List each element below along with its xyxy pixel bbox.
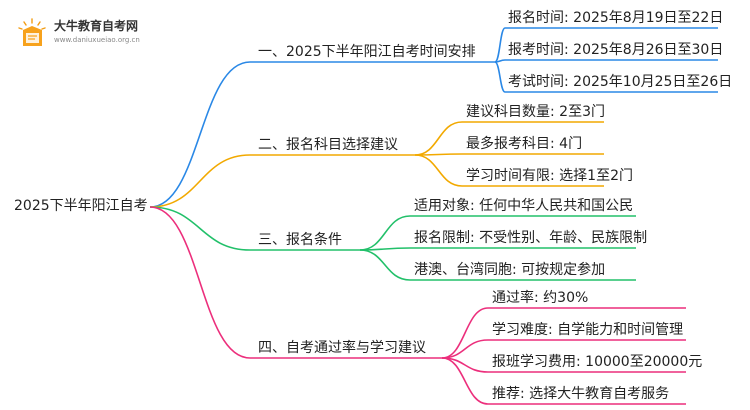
leaf-2-3-connector [414,154,604,187]
leaf-3-3: 港澳、台湾同胞: 可按规定参加 [414,262,606,278]
branch-2-connector [149,154,415,208]
leaf-3-3-connector [359,249,636,281]
site-logo[interactable]: 大牛教育自考网 www.daniuxueiao.org.cn [14,16,164,52]
leaf-1-1: 报名时间: 2025年8月19日至22日 [508,10,724,26]
leaf-4-4-connector [441,357,686,405]
leaf-1-3-connector [494,61,718,93]
leaf-4-2: 学习难度: 自学能力和时间管理 [492,322,684,338]
branch-1-connector [149,61,495,208]
leaf-3-1: 适用对象: 任何中华人民共和国公民 [414,198,634,214]
root-topic: 2025下半年阳江自考 [14,198,148,214]
leaf-2-1-connector [414,121,604,156]
branch-2-label: 二、报名科目选择建议 [258,137,398,153]
branch-4-connector [149,206,442,359]
leaf-2-3: 学习时间有限: 选择1至2门 [466,168,633,184]
leaf-4-4: 推荐: 选择大牛教育自考服务 [492,386,670,402]
branch-1-label: 一、2025下半年阳江自考时间安排 [258,44,476,60]
leaf-4-1: 通过率: 约30% [492,290,589,306]
leaf-3-2-connector [359,247,636,251]
branch-3-label: 三、报名条件 [258,232,342,248]
leaf-2-1: 建议科目数量: 2至3门 [466,104,605,120]
leaf-2-2-connector [414,153,604,156]
leaf-1-1-connector [494,27,718,63]
leaf-3-1-connector [359,215,636,251]
leaf-1-2: 报考时间: 2025年8月26日至30日 [508,42,724,58]
leaf-1-2-connector [494,59,718,63]
logo-name: 大牛教育自考网 [54,19,139,33]
leaf-4-3: 报班学习费用: 10000至20000元 [492,354,703,370]
graduation-cap-icon [18,18,46,46]
branch-3-connector [149,206,360,251]
leaf-2-2: 最多报考科目: 4门 [466,136,583,152]
leaf-4-1-connector [441,307,686,359]
leaf-3-2: 报名限制: 不受性别、年龄、民族限制 [414,230,648,246]
logo-url: www.daniuxueiao.org.cn [54,36,140,44]
leaf-1-3: 考试时间: 2025年10月25日至26日 [508,74,733,90]
branch-4-label: 四、自考通过率与学习建议 [258,340,426,356]
leaf-4-2-connector [441,339,686,359]
